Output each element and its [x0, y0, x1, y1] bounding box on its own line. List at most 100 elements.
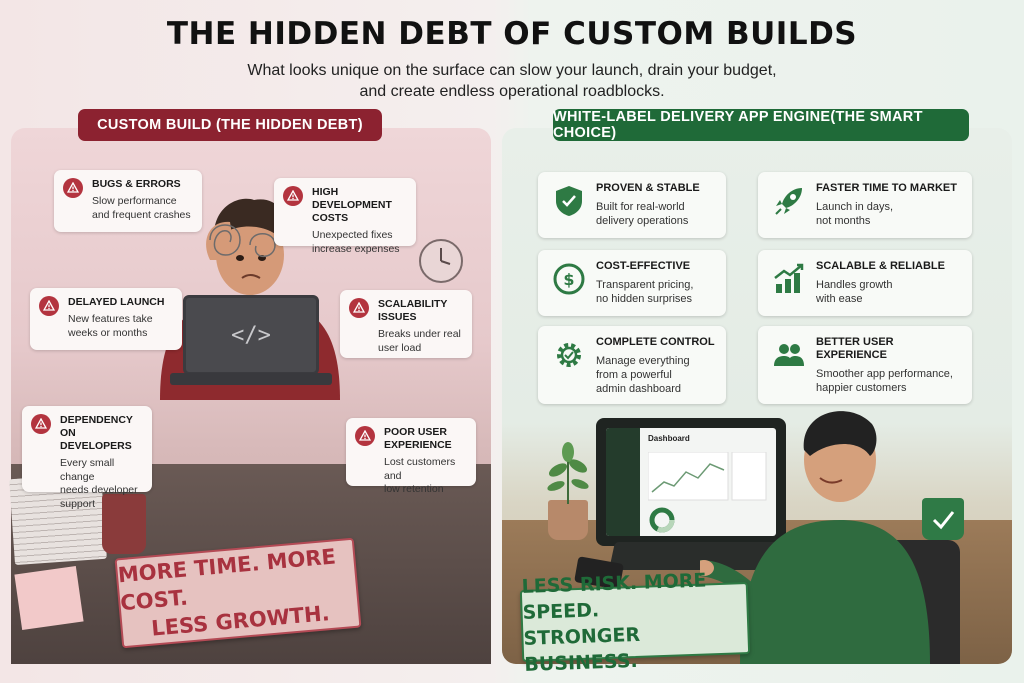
card-proven-stable: PROVEN & STABLE Built for real-world del…	[538, 172, 726, 238]
card-complete-control: COMPLETE CONTROL Manage everything from …	[538, 326, 726, 404]
warning-icon	[31, 414, 51, 434]
plant-pot-illustration	[548, 500, 588, 540]
code-icon: </>	[231, 322, 271, 348]
stamp-line-1: LESS RISK. MORE SPEED.	[521, 569, 707, 624]
card-faster-time-to-market: FASTER TIME TO MARKET Launch in days, no…	[758, 172, 972, 238]
dashboard-donut-illustration	[649, 507, 675, 533]
card-text-2: weeks or months	[68, 326, 148, 339]
card-text-2: happier customers	[816, 382, 907, 394]
warning-icon	[63, 178, 83, 198]
stamp-line-2: STRONGER BUSINESS.	[523, 623, 641, 676]
wall-clock-illustration	[419, 239, 463, 283]
card-text-2: from a powerful	[596, 369, 672, 381]
card-text-2: and frequent crashes	[92, 208, 191, 221]
coffee-mug-illustration	[922, 498, 964, 540]
warning-icon	[349, 298, 369, 318]
card-title-line-1: DEPENDENCY	[60, 414, 133, 426]
page-title: THE HIDDEN DEBT OF CUSTOM BUILDS	[166, 16, 858, 52]
card-text-1: Slow performance	[92, 195, 177, 207]
subtitle-line-2: and create endless operational roadblock…	[359, 83, 665, 100]
card-text-2: delivery operations	[596, 215, 689, 227]
white-label-header: WHITE-LABEL DELIVERY APP ENGINE(THE SMAR…	[553, 109, 969, 141]
card-title-line-2: EXPERIENCE	[384, 439, 452, 451]
card-title-line-2: EXPERIENCE	[816, 349, 887, 361]
card-title-line-2: ON DEVELOPERS	[60, 427, 132, 452]
warning-icon	[355, 426, 375, 446]
laptop-base	[170, 373, 332, 385]
sticky-note-illustration	[14, 565, 84, 631]
card-text-1: Breaks under real	[378, 328, 461, 340]
card-text-1: New features take	[68, 313, 153, 325]
card-title-line-2: COSTS	[312, 212, 349, 224]
custom-build-header: CUSTOM BUILD (THE HIDDEN DEBT)	[78, 109, 382, 141]
dashboard-screen: Dashboard	[606, 428, 776, 536]
card-text-1: Handles growth	[816, 279, 893, 291]
growth-chart-icon	[774, 263, 804, 293]
card-title: FASTER TIME TO MARKET	[816, 182, 957, 194]
card-bugs-errors: BUGS & ERRORS Slow performance and frequ…	[54, 170, 202, 232]
svg-text:$: $	[563, 270, 574, 289]
card-scalable-reliable: SCALABLE & RELIABLE Handles growth with …	[758, 250, 972, 316]
card-title: DELAYED LAUNCH	[68, 296, 165, 308]
card-title: SCALABLE & RELIABLE	[816, 260, 945, 272]
card-text-3: support	[60, 497, 96, 510]
warning-icon	[39, 296, 59, 316]
happy-developer-illustration	[700, 411, 930, 664]
card-text-2: needs developer	[60, 484, 138, 496]
dashboard-title: Dashboard	[648, 434, 690, 443]
laptop-code-screen: </>	[183, 295, 319, 375]
card-title: COMPLETE CONTROL	[596, 336, 715, 348]
subtitle-line-1: What looks unique on the surface can slo…	[247, 62, 777, 79]
card-title-line-1: POOR USER	[384, 426, 448, 438]
card-title: PROVEN & STABLE	[596, 182, 700, 194]
card-title: BUGS & ERRORS	[92, 178, 181, 190]
warning-icon	[283, 186, 303, 206]
card-text-1: Launch in days,	[816, 201, 894, 213]
card-text-1: Built for real-world	[596, 201, 685, 213]
card-text-1: Unexpected fixes	[312, 229, 393, 241]
card-text-2: no hidden surprises	[596, 293, 693, 305]
card-title-line-1: SCALABILITY	[378, 298, 448, 310]
card-text-2: not months	[816, 215, 871, 227]
card-text-2: with ease	[816, 293, 863, 305]
card-text-2: low retention	[384, 483, 444, 495]
card-title-line-1: BETTER USER	[816, 336, 894, 348]
dashboard-monitor: Dashboard	[596, 418, 786, 546]
gear-icon	[557, 343, 581, 367]
dollar-icon: $	[553, 263, 585, 295]
right-slogan-stamp: LESS RISK. MORE SPEED. STRONGER BUSINESS…	[519, 569, 751, 676]
card-text-1: Manage everything	[596, 355, 690, 367]
card-title-line-2: ISSUES	[378, 311, 417, 323]
card-title: COST-EFFECTIVE	[596, 260, 691, 272]
page-subtitle: What looks unique on the surface can slo…	[0, 60, 1024, 102]
card-text-2: increase expenses	[312, 242, 400, 255]
rocket-icon	[775, 188, 802, 215]
users-icon	[774, 344, 804, 366]
card-title-line-1: HIGH DEVELOPMENT	[312, 186, 392, 211]
card-text-1: Transparent pricing,	[596, 279, 694, 291]
plant-leaves-illustration	[547, 442, 589, 504]
card-text-3: admin dashboard	[596, 383, 682, 395]
shield-check-icon	[556, 186, 582, 216]
card-cost-effective: $ COST-EFFECTIVE Transparent pricing, no…	[538, 250, 726, 316]
checkmark-icon	[932, 511, 955, 530]
card-text-1: Every small change	[60, 457, 115, 483]
dashboard-line-chart-illustration	[648, 452, 767, 501]
dashboard-sidebar	[606, 428, 640, 536]
card-text-1: Smoother app performance,	[816, 368, 953, 380]
card-text-1: Lost customers and	[384, 456, 456, 482]
coffee-cup-illustration	[102, 494, 146, 554]
card-text-2: user load	[378, 341, 422, 354]
card-delayed-launch: DELAYED LAUNCH New features take weeks o…	[30, 288, 182, 350]
stress-scribble-illustration	[209, 224, 276, 258]
